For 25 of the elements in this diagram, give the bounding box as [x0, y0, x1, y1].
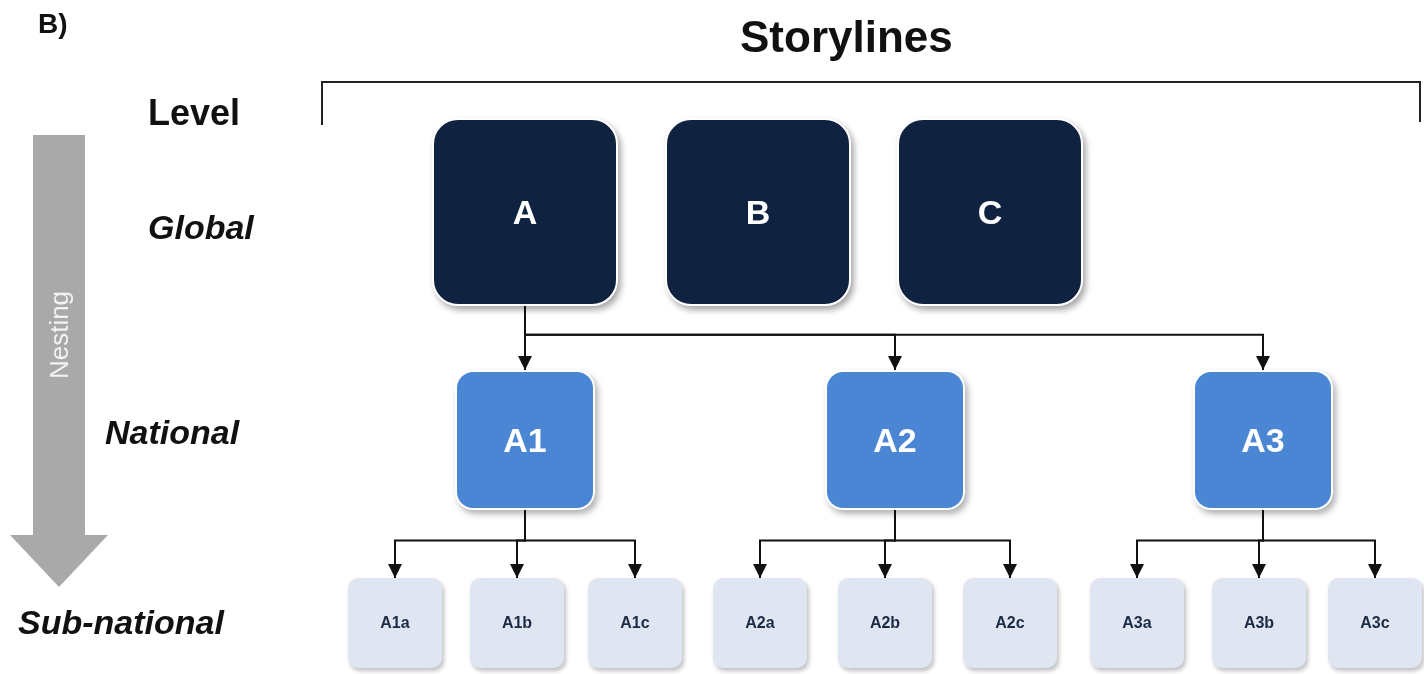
national-box: A1 [455, 370, 595, 510]
level-label: Sub-national [18, 603, 224, 642]
arrow [1262, 509, 1382, 579]
national-box: A2 [825, 370, 965, 510]
storyline-box: A [432, 118, 618, 306]
panel-label: B) [38, 8, 68, 40]
arrow-label: Nesting [43, 290, 75, 380]
arrow [894, 509, 1017, 579]
storyline-box: B [665, 118, 851, 306]
subnational-box: A3b [1212, 578, 1306, 668]
national-box: A3 [1193, 370, 1333, 510]
level-label: Global [148, 208, 254, 247]
subnational-box: A3c [1328, 578, 1422, 668]
arrow [524, 509, 642, 579]
subnational-box: A2a [713, 578, 807, 668]
storyline-box: C [897, 118, 1083, 306]
subnational-box: A3a [1090, 578, 1184, 668]
level-label: National [105, 413, 240, 452]
subnational-box: A2c [963, 578, 1057, 668]
subnational-box: A1c [588, 578, 682, 668]
column-heading: Level [148, 92, 241, 134]
title: Storylines [740, 12, 953, 62]
subnational-box: A2b [838, 578, 932, 668]
subnational-box: A1a [348, 578, 442, 668]
subnational-box: A1b [470, 578, 564, 668]
